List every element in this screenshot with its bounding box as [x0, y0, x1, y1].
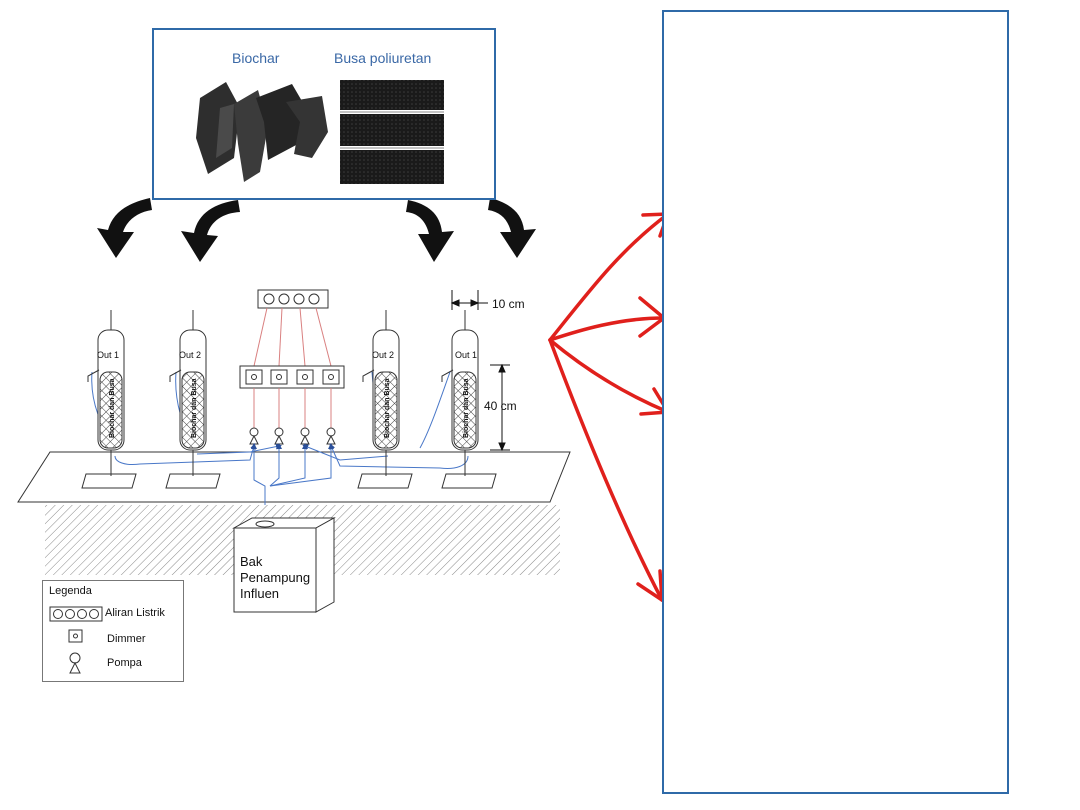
tank-label-line-1: Bak — [240, 554, 263, 569]
black-arrow-1 — [97, 198, 152, 258]
legend-label-pump: Pompa — [107, 657, 142, 669]
column-3 — [362, 310, 400, 476]
column-1 — [87, 310, 125, 476]
tank-label-line-2: Penampung — [240, 570, 310, 585]
columns — [87, 310, 479, 476]
power-strip-icon — [257, 289, 329, 309]
column-2-media-label: Biochar dan Busa — [191, 378, 198, 438]
red-arrow-4 — [548, 338, 664, 602]
column-4 — [441, 310, 479, 476]
tank-label-line-3: Influen — [240, 586, 279, 601]
dimension-height-label: 40 cm — [484, 399, 517, 413]
dimension-width-label: 10 cm — [492, 297, 525, 311]
biochar-image — [196, 82, 328, 182]
column-3-outlet-label: Out 2 — [372, 350, 394, 360]
foam-image — [340, 80, 444, 184]
influent-tank: Bak Penampung Influen — [232, 517, 336, 613]
foam-title: Busa poliuretan — [334, 50, 432, 66]
black-arrow-4 — [488, 198, 536, 258]
legend-icons — [49, 606, 103, 674]
black-arrow-2 — [181, 200, 240, 262]
base-plates — [81, 473, 497, 489]
dimension-width — [450, 290, 488, 310]
pumps — [249, 427, 336, 445]
black-arrow-3 — [406, 200, 454, 262]
wires-lower — [253, 388, 332, 428]
dimension-height — [490, 363, 510, 452]
wires-upper — [253, 307, 332, 367]
legend-label-power: Aliran Listrik — [105, 607, 165, 619]
column-2 — [169, 310, 207, 476]
biochar-title: Biochar — [232, 50, 280, 66]
legend-box: Legenda Aliran Listrik Dimmer Pompa — [42, 580, 184, 682]
column-2-outlet-label: Out 2 — [179, 350, 201, 360]
red-arrow-1 — [548, 212, 670, 342]
reactor-setup: Out 1 Out 2 Out 2 Out 1 Biochar dan Busa… — [17, 289, 571, 613]
red-arrow-2 — [548, 316, 666, 342]
column-1-outlet-label: Out 1 — [97, 350, 119, 360]
legend-title: Legenda — [49, 585, 92, 597]
pump-icon — [69, 652, 81, 674]
column-labels: Out 1 Out 2 Out 2 Out 1 Biochar dan Busa… — [97, 350, 477, 438]
materials-box: Biochar Busa poliuretan — [152, 28, 496, 200]
red-arrows — [548, 212, 670, 602]
power-strip-icon — [49, 606, 103, 622]
column-4-outlet-label: Out 1 — [455, 350, 477, 360]
column-1-media-label: Biochar dan Busa — [109, 378, 116, 438]
red-arrow-3 — [548, 338, 670, 414]
dimmer-box — [239, 365, 345, 389]
black-arrows — [97, 198, 536, 262]
column-4-media-label: Biochar dan Busa — [463, 378, 470, 438]
chart-panel — [662, 10, 1009, 794]
column-3-media-label: Biochar dan Busa — [384, 378, 391, 438]
dimmer-icon — [68, 629, 83, 643]
legend-label-dimmer: Dimmer — [107, 633, 146, 645]
